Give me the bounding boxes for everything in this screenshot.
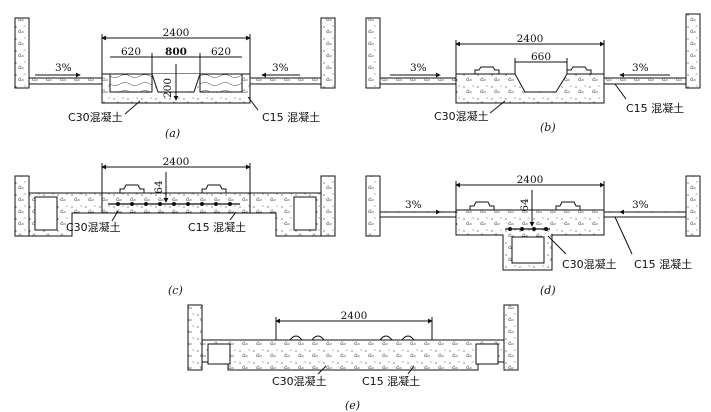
- dim-620-right: 620: [211, 46, 231, 58]
- label-c15: C15 混凝土: [626, 101, 684, 115]
- label-c30: C30混凝土: [68, 110, 123, 124]
- slope-left: 3%: [410, 62, 427, 74]
- figure-d: 2400 64 3% 3% C30混凝土 C15 混凝土 (d): [365, 174, 701, 297]
- dim-200: 200: [162, 78, 174, 98]
- dim-2400: 2400: [517, 174, 544, 186]
- label-c15: C15 混凝土: [362, 374, 420, 388]
- caption-a: (a): [165, 127, 180, 140]
- left-wall: [365, 17, 381, 89]
- figure-a: 2400 620 800 620 200 3% 3% C30混凝土 C15 混凝…: [14, 17, 336, 140]
- slope-right: 3%: [632, 199, 649, 211]
- right-duct: [293, 196, 317, 231]
- right-floor-slab: [603, 77, 687, 85]
- label-c30: C30混凝土: [434, 109, 489, 123]
- rail-base-concrete: [101, 192, 251, 214]
- label-c30: C30混凝土: [272, 374, 327, 388]
- dim-2400: 2400: [163, 156, 190, 168]
- dim-2400: 2400: [341, 310, 368, 322]
- left-wall: [14, 175, 30, 237]
- dim-620-left: 620: [121, 46, 141, 58]
- left-rail: [119, 184, 145, 194]
- rail-base-concrete: [201, 339, 505, 371]
- caption-d: (d): [540, 284, 556, 297]
- left-floor-slab: [379, 211, 457, 218]
- dim-660: 660: [531, 51, 551, 63]
- slope-left: 3%: [405, 199, 422, 211]
- dim-64: 64: [519, 198, 531, 212]
- left-duct: [34, 196, 58, 231]
- left-rail: [474, 66, 500, 75]
- right-wall: [685, 13, 701, 89]
- right-wall: [685, 175, 701, 237]
- left-wood-block: [109, 73, 153, 93]
- right-wall: [320, 175, 336, 237]
- label-c15: C15 混凝土: [188, 220, 246, 234]
- rebar-dots: [116, 202, 232, 206]
- right-rail: [566, 66, 592, 75]
- right-wood-block: [199, 73, 243, 93]
- rail-base-concrete: [455, 73, 605, 104]
- center-duct: [511, 236, 545, 264]
- dim-2400: 2400: [163, 27, 190, 39]
- left-wall: [187, 304, 203, 371]
- left-floor-slab: [379, 77, 457, 85]
- right-rail: [555, 201, 581, 211]
- figure-c: 2400 64 C30混凝土 C15 混凝土 (c): [14, 156, 336, 297]
- right-floor-slab: [603, 211, 687, 218]
- right-wall: [320, 17, 336, 89]
- rebar-dots: [508, 227, 548, 231]
- label-c15: C15 混凝土: [634, 257, 692, 271]
- left-rail: [469, 201, 495, 211]
- slope-right: 3%: [632, 62, 649, 74]
- right-wall: [503, 304, 519, 371]
- left-floor-slab: [28, 77, 103, 85]
- label-c30: C30混凝土: [66, 220, 121, 234]
- slope-left: 3%: [55, 62, 72, 74]
- right-rail: [201, 184, 227, 194]
- left-duct: [207, 343, 231, 365]
- caption-c: (c): [168, 284, 183, 297]
- figure-e: 2400 C30混凝土 C15 混凝土 (e): [187, 304, 519, 412]
- left-wall: [365, 175, 381, 237]
- label-c15: C15 混凝土: [262, 110, 320, 124]
- slope-right: 3%: [272, 62, 289, 74]
- dim-64: 64: [153, 180, 165, 194]
- caption-e: (e): [345, 399, 360, 412]
- right-duct: [475, 343, 499, 365]
- dim-800: 800: [165, 46, 187, 58]
- label-c30: C30混凝土: [562, 257, 617, 271]
- rail-bumps: [288, 335, 416, 341]
- right-floor-slab: [249, 77, 322, 85]
- left-wall: [14, 17, 30, 89]
- caption-b: (b): [540, 121, 556, 134]
- figure-b: 2400 660 3% 3% C30混凝土 C15 混凝土 (b): [365, 13, 701, 134]
- dim-2400: 2400: [517, 33, 544, 45]
